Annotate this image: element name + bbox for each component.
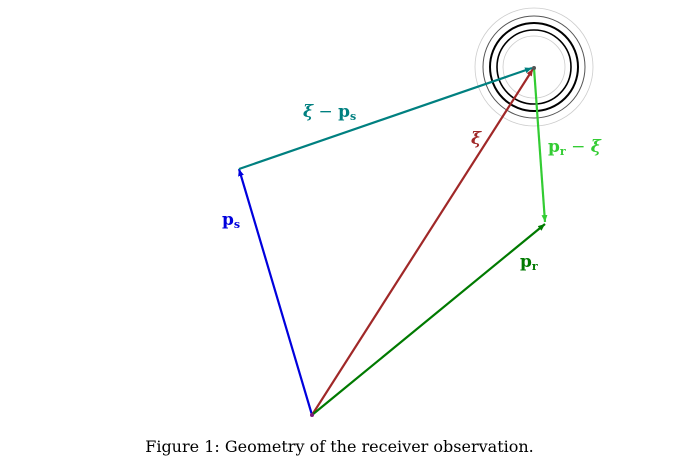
vector-xi [311, 68, 534, 416]
wavefront-ring-3 [482, 15, 586, 119]
figure-caption: Figure 1: Geometry of the receiver obser… [145, 437, 534, 456]
wavefront-ring-outer-faint [474, 7, 594, 127]
vector-pr-minus-xi [532, 67, 548, 223]
wavefront-rings [474, 7, 594, 127]
label-xi: ξ [471, 129, 482, 149]
label-p-r: pr [520, 252, 538, 273]
origin-point [310, 413, 314, 417]
scatter-point [532, 66, 536, 70]
wavefront-ring-2 [489, 22, 579, 112]
vector-p-s [237, 168, 314, 416]
wavefront-ring-1 [496, 29, 572, 105]
wavefront-ring-inner-faint [502, 35, 566, 99]
vector-p-r [311, 223, 546, 416]
label-p-s: ps [222, 210, 240, 231]
vector-xi-minus-ps [238, 66, 533, 171]
label-xi-minus-ps: ξ − ps [303, 102, 356, 123]
label-pr-minus-xi: pr − ξ [548, 137, 602, 158]
